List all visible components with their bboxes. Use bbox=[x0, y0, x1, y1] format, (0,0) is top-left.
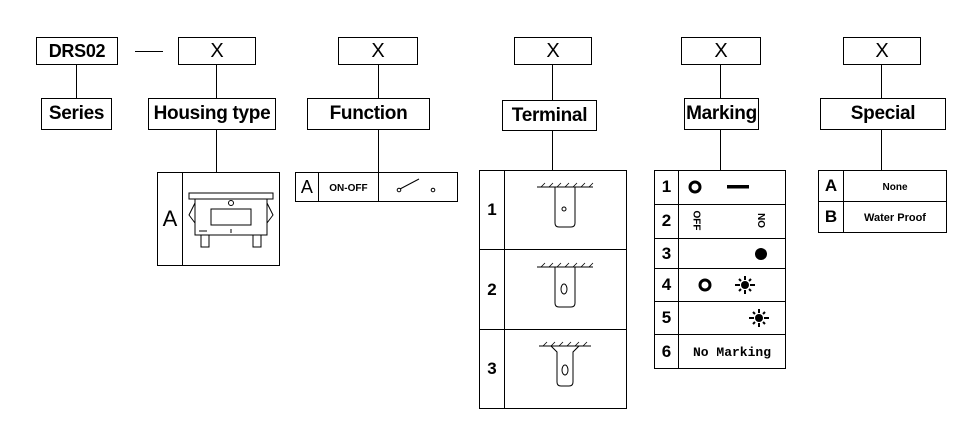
marking-row-3-label: 3 bbox=[661, 243, 672, 263]
marking-off-text: OFF bbox=[690, 210, 702, 231]
housing-code-box: X bbox=[178, 37, 256, 65]
marking-option-4-symbol bbox=[678, 268, 786, 302]
connector-marking-options bbox=[720, 130, 721, 170]
terminal-row-1-label: 1 bbox=[487, 200, 497, 219]
housing-option-code: A bbox=[162, 206, 178, 231]
connector-housing-options bbox=[216, 130, 217, 172]
marking-on-text: ON bbox=[757, 213, 768, 229]
marking-none-text: No Marking bbox=[692, 344, 771, 360]
terminal-2-drawing bbox=[537, 262, 594, 307]
housing-option-code-cell: A bbox=[157, 172, 183, 266]
special-placeholder: X bbox=[875, 39, 889, 62]
terminal-row-2-label: 2 bbox=[487, 279, 497, 299]
lamp-icon bbox=[735, 276, 755, 295]
function-label: Function bbox=[329, 103, 408, 124]
special-option-a-code: A bbox=[818, 170, 844, 202]
terminal-option-2-drawing bbox=[504, 249, 627, 330]
special-option-b-code: B bbox=[818, 201, 844, 233]
marking-row-1-label: 1 bbox=[661, 177, 672, 197]
code-prefix-box: DRS02 bbox=[36, 37, 118, 65]
terminal-3-drawing bbox=[539, 341, 591, 387]
connector-function bbox=[378, 65, 379, 98]
off-and-lamp-icon bbox=[698, 276, 755, 295]
marking-row-4-label: 4 bbox=[661, 275, 672, 295]
marking-row-5-label: 5 bbox=[661, 308, 672, 328]
marking-option-4-num: 4 bbox=[654, 268, 679, 302]
terminal-label-box: Terminal bbox=[502, 100, 597, 131]
connector-special bbox=[881, 65, 882, 98]
function-option-code-cell: A bbox=[295, 172, 319, 202]
housing-drawing bbox=[188, 192, 274, 248]
housing-options-table: A bbox=[157, 172, 280, 266]
series-label: Series bbox=[48, 103, 105, 124]
housing-label-box: Housing type bbox=[148, 98, 276, 130]
marking-options-table: 1 2 OFF ON 3 4 bbox=[654, 170, 786, 369]
terminal-option-1-drawing bbox=[504, 170, 627, 250]
function-code-box: X bbox=[338, 37, 418, 65]
function-placeholder: X bbox=[371, 39, 385, 62]
housing-placeholder: X bbox=[210, 39, 224, 62]
marking-placeholder: X bbox=[714, 39, 728, 62]
marking-option-5-symbol bbox=[678, 300, 786, 336]
marking-off-on-icon bbox=[688, 180, 749, 194]
terminal-options-table: 1 2 3 bbox=[479, 170, 627, 409]
connector-series bbox=[76, 65, 77, 98]
marking-option-1-symbol bbox=[678, 170, 786, 205]
special-row-b-code: B bbox=[824, 207, 838, 226]
marking-option-6-num: 6 bbox=[654, 334, 679, 369]
function-options-table: A ON-OFF bbox=[295, 172, 458, 202]
special-code-box: X bbox=[843, 37, 921, 65]
marking-option-3-symbol bbox=[678, 238, 786, 270]
connector-special-options bbox=[881, 130, 882, 170]
marking-row-2-label: 2 bbox=[661, 211, 672, 231]
terminal-code-box: X bbox=[514, 37, 592, 65]
connector-function-options bbox=[378, 130, 379, 172]
terminal-1-drawing bbox=[537, 182, 594, 228]
housing-option-drawing-cell bbox=[182, 172, 280, 266]
special-label-box: Special bbox=[820, 98, 946, 130]
marking-label-box: Marking bbox=[684, 98, 759, 130]
terminal-option-3-drawing bbox=[504, 329, 627, 409]
marking-option-6-text-cell: No Marking bbox=[678, 334, 786, 369]
lamp-only-icon bbox=[749, 309, 769, 328]
marking-option-5-num: 5 bbox=[654, 300, 679, 336]
code-dash bbox=[135, 51, 163, 52]
marking-code-box: X bbox=[681, 37, 761, 65]
marking-row-6-label: 6 bbox=[661, 341, 672, 361]
marking-option-3-num: 3 bbox=[654, 238, 679, 270]
connector-housing bbox=[216, 65, 217, 98]
terminal-placeholder: X bbox=[546, 39, 560, 62]
function-option-symbol-cell bbox=[378, 172, 458, 202]
connector-terminal-options bbox=[552, 131, 553, 170]
terminal-row-3-label: 3 bbox=[487, 359, 497, 378]
special-option-b-label-cell: Water Proof bbox=[843, 201, 947, 233]
function-option-code: A bbox=[300, 176, 313, 197]
terminal-option-2-num: 2 bbox=[479, 249, 505, 330]
marking-option-1-num: 1 bbox=[654, 170, 679, 205]
terminal-option-3-num: 3 bbox=[479, 329, 505, 409]
marking-label: Marking bbox=[686, 103, 757, 124]
function-label-box: Function bbox=[307, 98, 430, 130]
switch-symbol-icon bbox=[396, 178, 436, 193]
function-option-label-cell: ON-OFF bbox=[317, 172, 380, 202]
special-row-a-label: None bbox=[882, 182, 908, 193]
marking-option-2-symbol: OFF ON bbox=[678, 203, 786, 240]
terminal-option-1-num: 1 bbox=[479, 170, 505, 250]
connector-marking bbox=[720, 65, 721, 98]
filled-dot-icon bbox=[755, 247, 767, 260]
connector-terminal bbox=[552, 65, 553, 100]
marking-option-2-num: 2 bbox=[654, 203, 679, 240]
special-option-a-label-cell: None bbox=[843, 170, 947, 202]
special-row-a-code: A bbox=[824, 176, 838, 195]
function-option-label: ON-OFF bbox=[329, 183, 368, 194]
code-prefix: DRS02 bbox=[48, 40, 106, 61]
housing-label: Housing type bbox=[153, 103, 271, 124]
special-options-table: A None B Water Proof bbox=[818, 170, 947, 233]
special-label: Special bbox=[850, 103, 916, 124]
series-label-box: Series bbox=[41, 98, 112, 130]
terminal-label: Terminal bbox=[511, 104, 588, 126]
special-row-b-label: Water Proof bbox=[864, 212, 926, 224]
